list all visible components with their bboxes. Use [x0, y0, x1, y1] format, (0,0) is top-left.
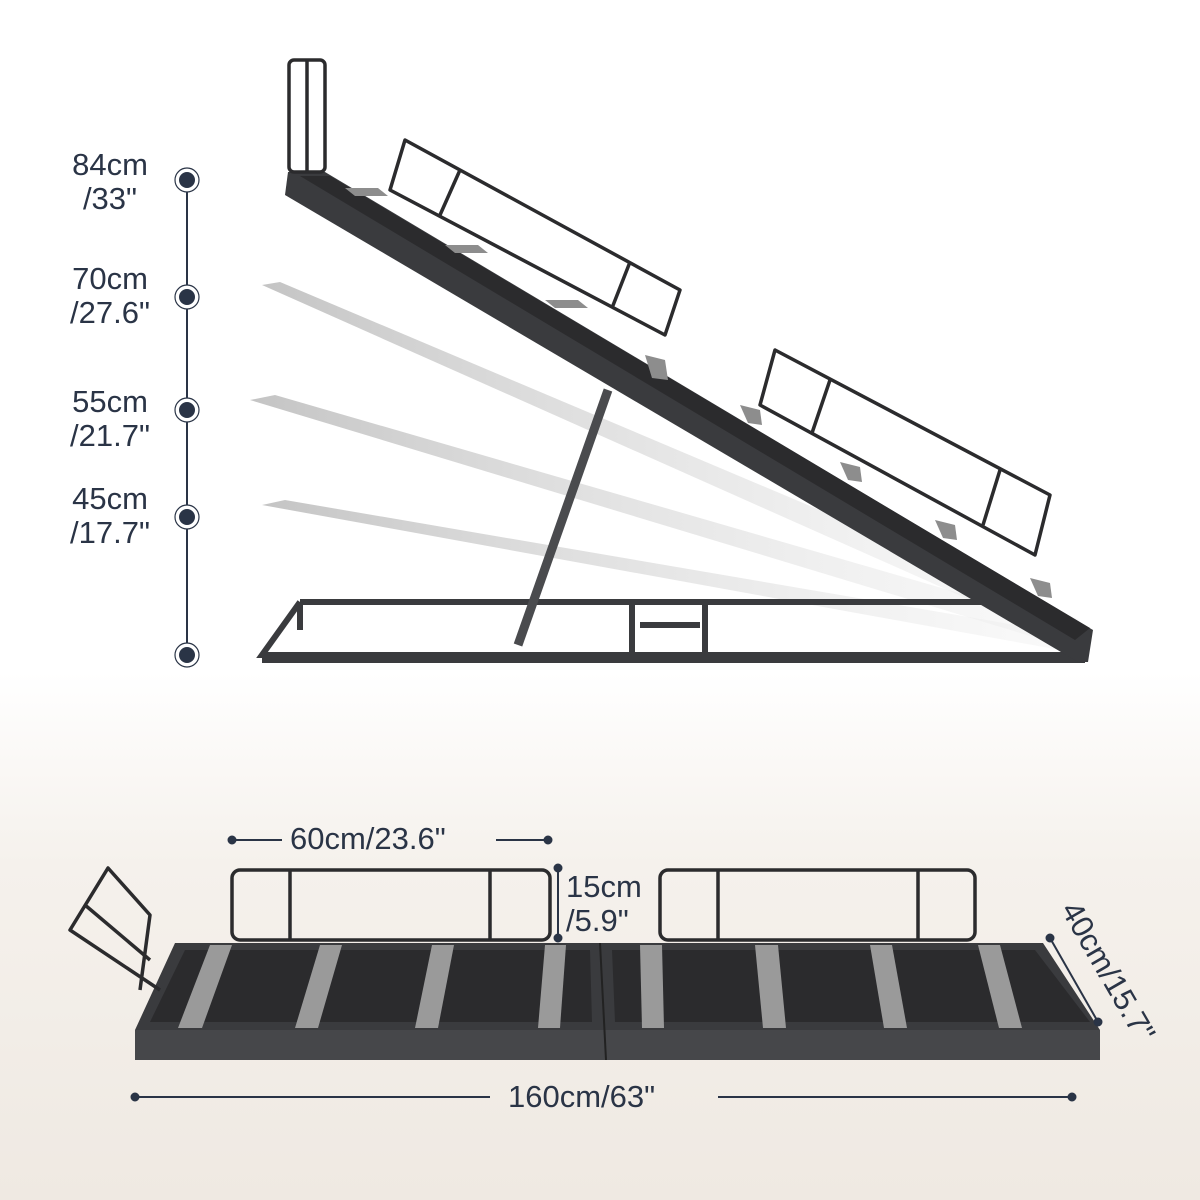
height-label-84: 84cm/33"	[35, 148, 185, 216]
scale-dot-45	[174, 504, 200, 530]
rail-height-in: /5.9"	[566, 903, 629, 938]
height-inch: /33"	[82, 181, 138, 216]
height-scale	[174, 167, 200, 668]
scale-dot-55	[174, 397, 200, 423]
height-cm: 45cm	[72, 481, 148, 516]
inclined-ramp	[285, 58, 1093, 662]
height-inch: /27.6"	[70, 295, 150, 330]
rail-length-label: 60cm/23.6"	[290, 821, 446, 856]
height-cm: 70cm	[72, 261, 148, 296]
height-label-45: 45cm/17.7"	[35, 482, 185, 550]
flat-ramp	[68, 866, 1100, 1061]
height-label-55: 55cm/21.7"	[35, 385, 185, 453]
scale-dot-84	[174, 167, 200, 193]
height-cm: 84cm	[72, 147, 148, 182]
dimension-lines	[130, 835, 1103, 1102]
length-label: 160cm/63"	[508, 1079, 656, 1114]
ghost-ramps	[250, 282, 1080, 650]
scale-dot-base	[174, 642, 200, 668]
rail-height-label: 15cm /5.9"	[566, 870, 642, 938]
support-leg	[513, 388, 613, 647]
height-label-70: 70cm/27.6"	[35, 262, 185, 330]
height-cm: 55cm	[72, 384, 148, 419]
height-inch: /17.7"	[70, 515, 150, 550]
base-frame	[256, 599, 1085, 663]
rail-height-cm: 15cm	[566, 869, 642, 904]
height-inch: /21.7"	[70, 418, 150, 453]
scale-dot-70	[174, 284, 200, 310]
